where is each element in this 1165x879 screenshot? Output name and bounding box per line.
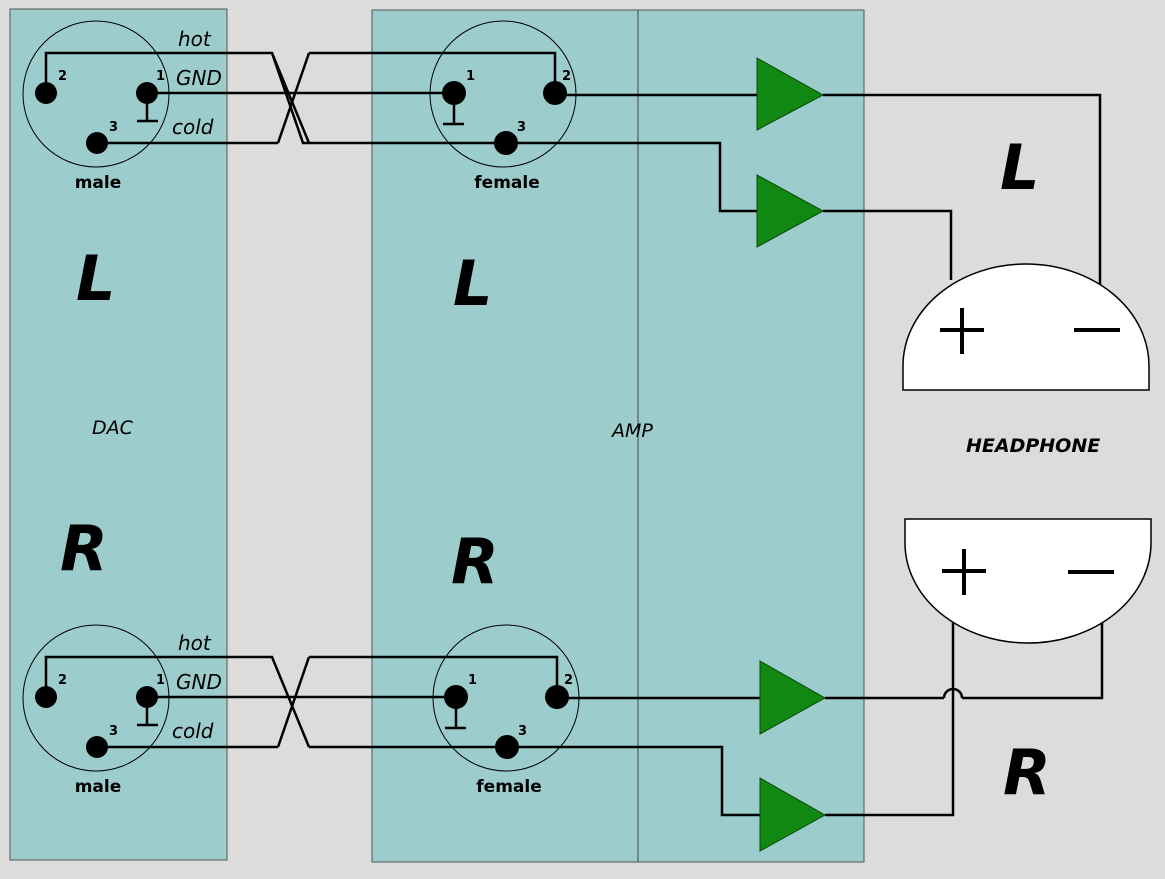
pin-2-label: 2	[58, 69, 67, 84]
dac-right-channel-label: R	[60, 512, 108, 585]
pin-1-label: 1	[156, 673, 165, 688]
gnd-label: GND	[176, 670, 222, 694]
pin-2-label: 2	[58, 673, 67, 688]
headphone-left-channel-label: L	[1000, 131, 1040, 204]
hot-label: hot	[178, 27, 212, 51]
dac-right-xlr-male: 2 1 3 male	[22, 624, 170, 797]
headphone-right-driver	[904, 518, 1152, 644]
amplifier-right-hot-icon	[759, 660, 827, 735]
amp-left-channel-label: L	[453, 247, 493, 320]
connector-female-label: female	[476, 777, 541, 797]
dac-left-channel-label: L	[76, 242, 116, 315]
amp-right-xlr-female: 1 2 3 female	[432, 624, 580, 797]
cold-label: cold	[172, 115, 214, 139]
pin-3-label: 3	[109, 120, 118, 135]
gnd-label: GND	[176, 66, 222, 90]
headphone-label: HEADPHONE	[966, 435, 1100, 457]
dac-left-xlr-male: 2 1 3 male	[22, 20, 170, 193]
headphone-left-driver	[902, 263, 1150, 391]
right-channel-wires	[44, 620, 1104, 817]
connector-female-label: female	[474, 173, 539, 193]
left-channel-wires	[44, 51, 1102, 290]
connector-male-label: male	[75, 173, 122, 193]
dac-label: DAC	[92, 417, 134, 439]
pin-1-label: 1	[156, 69, 165, 84]
pin-1-label: 1	[466, 69, 475, 84]
amp-left-xlr-female: 1 2 3 female	[429, 20, 577, 193]
pin-2-label: 2	[562, 69, 571, 84]
pin-3-label: 3	[109, 724, 118, 739]
amp-label: AMP	[610, 420, 653, 442]
pin-1-label: 1	[468, 673, 477, 688]
hot-label: hot	[178, 631, 212, 655]
pin-2-label: 2	[564, 673, 573, 688]
cold-label: cold	[172, 719, 214, 743]
amp-right-channel-label: R	[451, 525, 499, 598]
amplifier-left-hot-icon	[756, 57, 825, 131]
pin-3-label: 3	[518, 724, 527, 739]
amplifier-right-cold-icon	[759, 777, 827, 852]
dac-panel	[9, 8, 228, 861]
connector-male-label: male	[75, 777, 122, 797]
pin-3-label: 3	[517, 120, 526, 135]
amplifier-left-cold-icon	[756, 174, 825, 248]
headphone-right-channel-label: R	[1003, 736, 1051, 809]
